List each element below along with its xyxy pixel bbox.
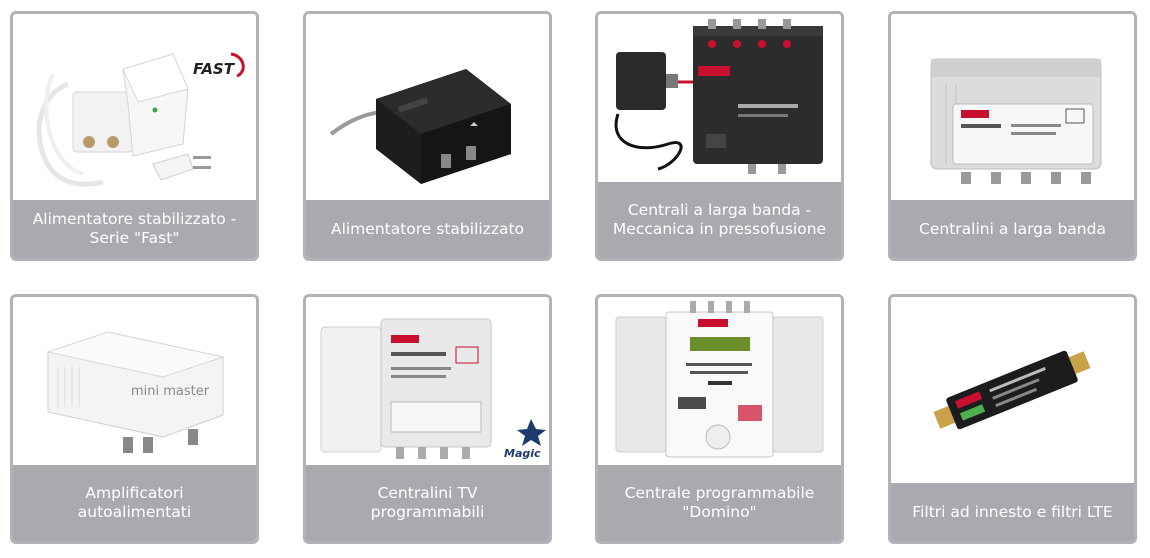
- programmable-amplifier-illustration: Magic: [320, 318, 546, 460]
- product-image: [891, 14, 1134, 200]
- product-image: [891, 297, 1134, 483]
- product-card-wideband-amplifiers[interactable]: Centralini a larga banda: [888, 11, 1137, 261]
- product-card-self-powered-amplifiers[interactable]: mini master Amplificatori autoalimentati: [10, 294, 259, 544]
- product-caption: Centralini a larga banda: [891, 200, 1134, 258]
- product-image: FAST: [13, 14, 256, 200]
- product-caption: Amplificatori autoalimentati: [13, 465, 256, 541]
- self-powered-amplifier-illustration: mini master: [46, 331, 225, 453]
- product-image: [598, 297, 841, 465]
- product-caption: Alimentatore stabilizzato - Serie "Fast": [13, 200, 256, 258]
- product-caption: Centralini TV programmabili: [306, 465, 549, 541]
- domino-headend-illustration: [615, 301, 824, 458]
- mini-master-logo-text: mini master: [131, 384, 210, 399]
- fast-logo-text: FAST: [193, 60, 236, 78]
- product-card-domino-headend[interactable]: Centrale programmabile "Domino": [595, 294, 844, 544]
- power-supply-fast-illustration: FAST: [36, 52, 245, 187]
- product-image: mini master: [13, 297, 256, 465]
- magic-logo-text: Magic: [504, 447, 541, 460]
- wideband-amplifier-illustration: [930, 58, 1102, 184]
- product-card-wideband-headends[interactable]: Centrali a larga banda - Meccanica in pr…: [595, 11, 844, 261]
- product-caption: Filtri ad innesto e filtri LTE: [891, 483, 1134, 541]
- product-card-plug-in-filters[interactable]: Filtri ad innesto e filtri LTE: [888, 294, 1137, 544]
- product-image: [306, 14, 549, 200]
- wideband-headend-illustration: [614, 19, 823, 174]
- product-caption: Centrale programmabile "Domino": [598, 465, 841, 541]
- product-card-power-supply[interactable]: Alimentatore stabilizzato: [303, 11, 552, 261]
- plug-in-filter-illustration: [933, 350, 1091, 430]
- product-image: [598, 14, 841, 182]
- product-card-power-supply-fast[interactable]: FAST Alimentatore stabilizzato - Serie "…: [10, 11, 259, 261]
- product-caption: Centrali a larga banda - Meccanica in pr…: [598, 182, 841, 258]
- power-supply-illustration: [329, 69, 511, 184]
- product-caption: Alimentatore stabilizzato: [306, 200, 549, 258]
- product-card-programmable-tv-amplifiers[interactable]: Magic Centralini TV programmabili: [303, 294, 552, 544]
- product-image: Magic: [306, 297, 549, 465]
